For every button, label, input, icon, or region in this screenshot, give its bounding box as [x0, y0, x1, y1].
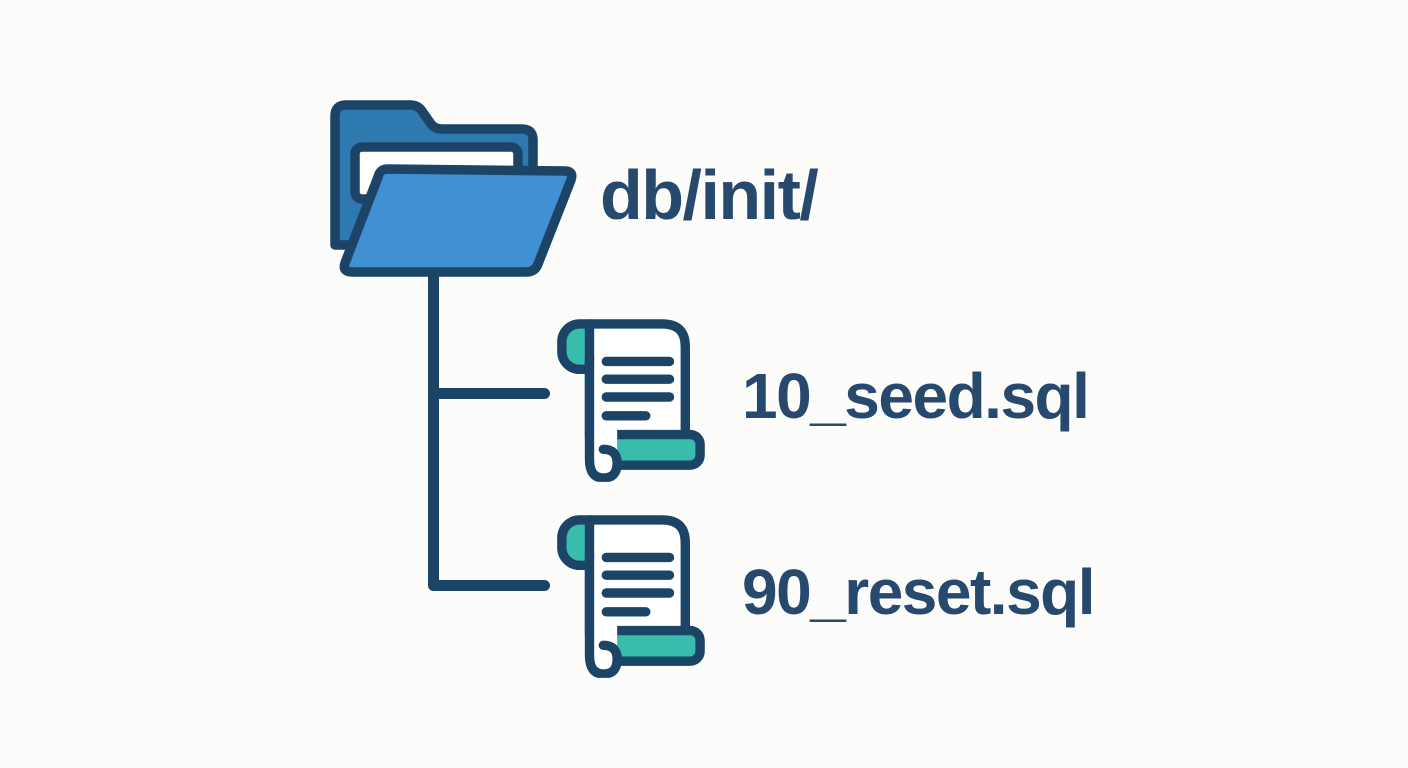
sql-scroll-icon — [550, 312, 708, 482]
tree-trunk-line — [428, 268, 439, 591]
folder-label: db/init/ — [600, 156, 819, 234]
file-label-seed: 10_seed.sql — [742, 360, 1090, 432]
sql-scroll-icon — [550, 508, 708, 678]
tree-branch-line-seed — [430, 388, 550, 399]
open-folder-icon — [325, 95, 577, 277]
tree-branch-line-reset — [430, 580, 550, 591]
file-label-reset: 90_reset.sql — [742, 556, 1096, 628]
